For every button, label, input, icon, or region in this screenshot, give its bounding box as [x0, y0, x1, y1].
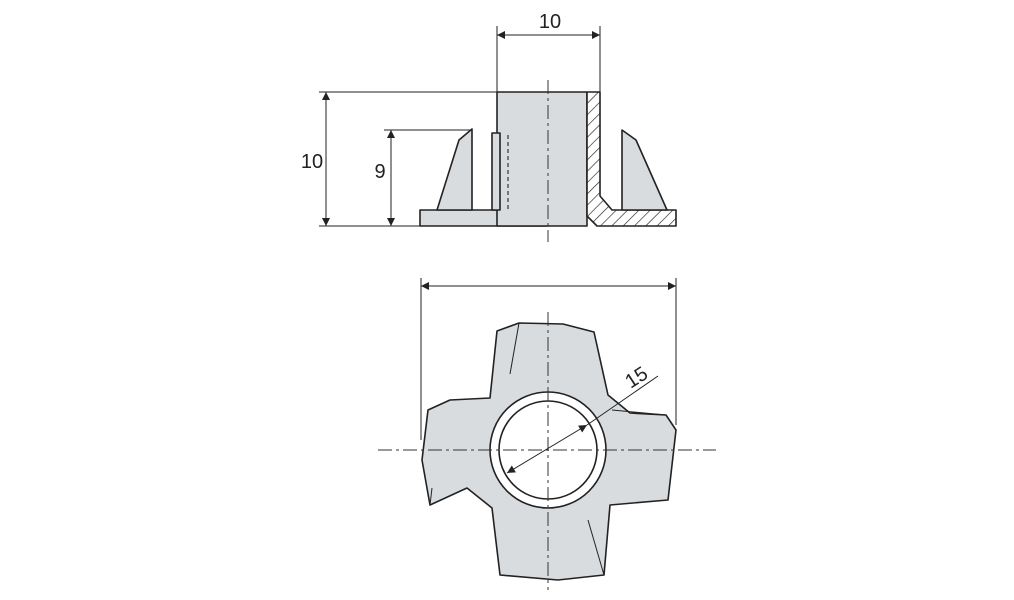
prong-left — [436, 128, 473, 211]
dim-leader — [586, 375, 659, 426]
side-view: 10 10 9 — [301, 11, 677, 242]
top-view: 15 — [378, 278, 716, 590]
section-hatch-right — [586, 91, 677, 227]
prong-inner-left — [491, 132, 501, 211]
prong-edge — [611, 409, 667, 416]
prong-right — [621, 129, 668, 211]
dim-top-width-label: 10 — [539, 11, 561, 33]
dim-total-height-label: 10 — [301, 151, 323, 173]
prong-edge — [587, 519, 605, 576]
dim-prong-height-label: 9 — [374, 161, 385, 183]
prong-edge — [509, 322, 520, 375]
barrel — [496, 91, 588, 227]
prong-edge — [429, 487, 433, 506]
dim-bore-diameter-label: 15 — [621, 363, 652, 394]
dim-line-bore-diameter — [506, 424, 588, 474]
